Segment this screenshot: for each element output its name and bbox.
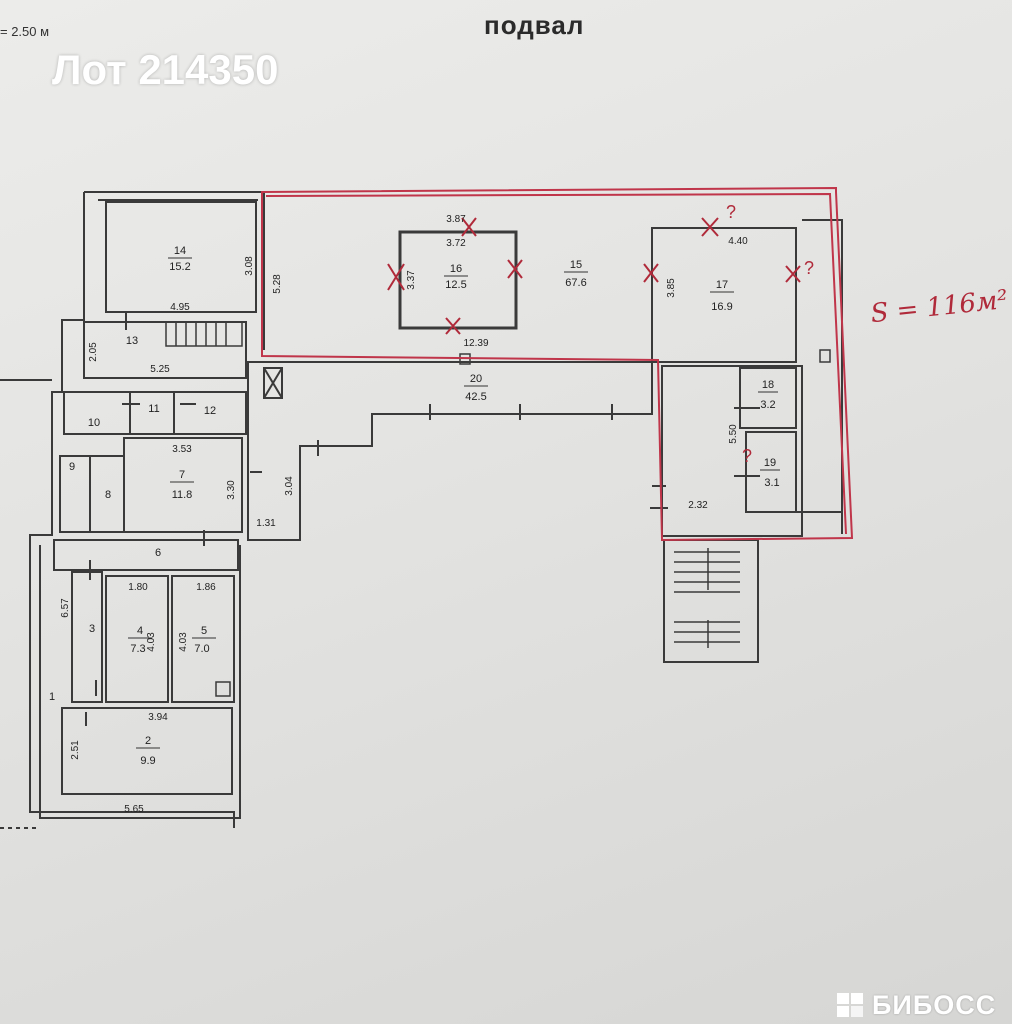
lot-number: Лот 214350 [52, 46, 279, 93]
watermark-text: БИБОСС [872, 989, 997, 1020]
svg-text:?: ? [804, 258, 814, 278]
room-16-area: 12.5 [445, 279, 466, 291]
room-17-number: 17 [716, 279, 728, 291]
room-20-number: 20 [470, 373, 482, 385]
room-18-number: 18 [762, 379, 774, 391]
dim-3-37: 3.37 [406, 270, 417, 290]
exit-stairs-walls [663, 539, 759, 663]
room-11-number: 11 [148, 403, 159, 415]
dim-2-32: 2.32 [688, 500, 708, 511]
dim-3-94: 3.94 [148, 712, 168, 723]
room-2-number: 2 [145, 735, 151, 747]
biboss-logo-icon [837, 993, 863, 1017]
room-7-area: 11.8 [172, 489, 193, 501]
room-20-area: 42.5 [465, 391, 486, 403]
dim-3-53: 3.53 [172, 444, 192, 455]
dim-2-51: 2.51 [70, 740, 81, 760]
dim-5-65: 5.65 [124, 804, 144, 815]
stair-treads-13 [165, 321, 243, 347]
room-10-number: 10 [88, 417, 100, 429]
room-13-number: 13 [126, 335, 138, 347]
room-18-walls [739, 367, 797, 429]
room-13-walls [83, 321, 247, 379]
dim-4-03-b: 4.03 [178, 632, 189, 652]
room-14-area: 15.2 [169, 261, 190, 273]
room-19-number: 19 [764, 457, 776, 469]
dim-3-04: 3.04 [284, 476, 295, 496]
room-15-number: 15 [570, 259, 582, 271]
dim-3-85: 3.85 [666, 278, 677, 298]
room-9-number: 9 [69, 461, 75, 473]
room-18-area: 3.2 [760, 399, 775, 411]
dim-5-50: 5.50 [728, 424, 739, 444]
room-8-number: 8 [105, 489, 111, 501]
dim-5-25: 5.25 [150, 364, 170, 375]
ceiling-height-label: = 2.50 м [0, 24, 50, 39]
room-16-number: 16 [450, 263, 462, 275]
dim-5-28: 5.28 [272, 274, 283, 294]
room-1-number: 1 [49, 691, 55, 703]
floor-title: подвал [484, 10, 585, 40]
room-2-walls [61, 707, 233, 795]
room-labels: 14 15.2 16 12.5 15 67.6 17 16.9 13 20 42… [49, 245, 780, 767]
dim-3-72: 3.72 [446, 238, 466, 249]
question-marks: ? ? ? [726, 202, 814, 466]
room-15-area: 67.6 [565, 277, 586, 289]
dim-1-31: 1.31 [256, 518, 276, 529]
dim-12-39: 12.39 [463, 338, 488, 349]
svg-text:?: ? [742, 446, 752, 466]
lot-boundary [261, 186, 854, 542]
dim-3-87: 3.87 [446, 214, 466, 225]
dim-3-08: 3.08 [244, 256, 255, 276]
room-5-walls [171, 575, 235, 703]
room-2-area: 9.9 [140, 755, 155, 767]
room-4-number: 4 [137, 625, 143, 637]
area-annotation: S = 116м² [869, 285, 1009, 329]
dim-4-03-a: 4.03 [146, 632, 157, 652]
room-19-area: 3.1 [764, 477, 779, 489]
room-12-number: 12 [204, 405, 216, 417]
dim-1-86: 1.86 [196, 582, 216, 593]
removed-wall-marks [387, 217, 801, 335]
room-19-walls [745, 431, 797, 513]
dim-4-95: 4.95 [170, 302, 190, 313]
room-16-walls [398, 230, 518, 330]
room-4-walls [105, 575, 169, 703]
room-3-number: 3 [89, 623, 95, 635]
dim-4-40: 4.40 [728, 236, 748, 247]
dimension-labels: 3.87 3.72 3.37 12.39 4.40 3.85 3.08 5.28… [60, 214, 748, 815]
room-4-area: 7.3 [130, 643, 145, 655]
svg-text:?: ? [726, 202, 736, 222]
room-5-area: 7.0 [194, 643, 209, 655]
watermark: БИБОСС [836, 990, 996, 1020]
dim-6-57: 6.57 [60, 598, 71, 618]
room-14-number: 14 [174, 245, 186, 257]
room-17-walls [651, 227, 797, 363]
room-5-number: 5 [201, 625, 207, 637]
room-17-area: 16.9 [711, 301, 732, 313]
dim-3-30: 3.30 [226, 480, 237, 500]
room-6-number: 6 [155, 547, 161, 559]
room-7-number: 7 [179, 469, 185, 481]
dim-1-80: 1.80 [128, 582, 148, 593]
dim-2-05: 2.05 [88, 342, 99, 362]
room-14-walls [105, 201, 257, 313]
